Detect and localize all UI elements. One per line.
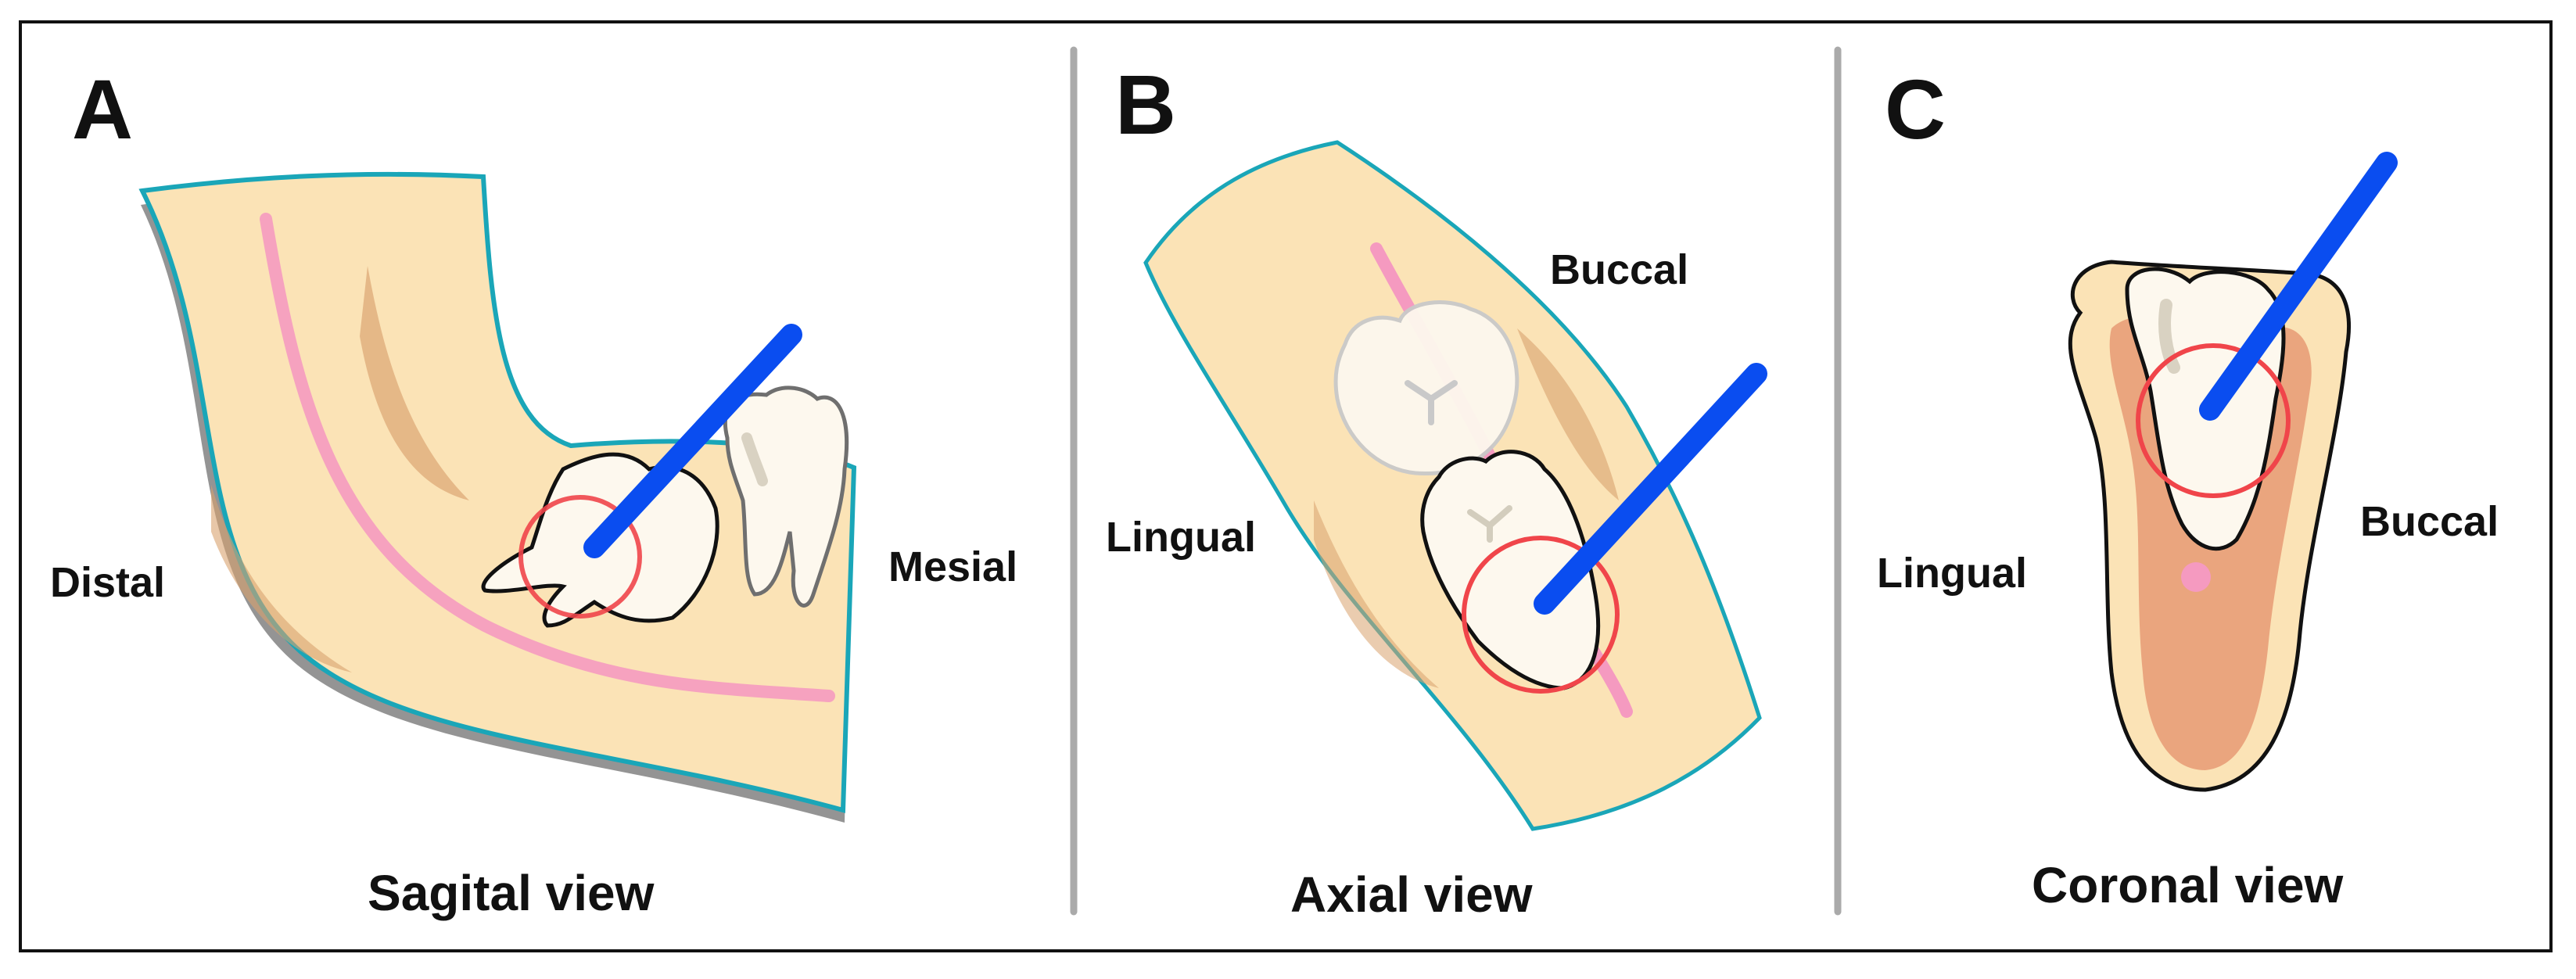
coronal-diagram bbox=[2068, 152, 2398, 792]
label-distal: Distal bbox=[50, 559, 166, 606]
target-circle-a bbox=[518, 495, 642, 619]
caption-coronal: Coronal view bbox=[2032, 857, 2344, 913]
caption-axial: Axial view bbox=[1290, 866, 1533, 923]
bone-shading-2 bbox=[211, 485, 352, 672]
label-buccal-b: Buccal bbox=[1550, 246, 1689, 293]
caption-sagittal: Sagital view bbox=[368, 865, 655, 921]
target-circle-b bbox=[1462, 536, 1620, 694]
second-molar-groove bbox=[741, 432, 768, 486]
label-lingual-b: Lingual bbox=[1106, 514, 1256, 561]
coronal-tooth-groove bbox=[2158, 299, 2180, 374]
sagittal-diagram bbox=[138, 171, 857, 823]
axial-diagram bbox=[1143, 140, 1767, 831]
label-mesial: Mesial bbox=[888, 543, 1018, 590]
axial-shading-2 bbox=[1314, 500, 1439, 688]
panel-letter-c: C bbox=[1885, 62, 1946, 156]
axial-shading-1 bbox=[1517, 328, 1619, 500]
axial-third-molar bbox=[1420, 450, 1601, 690]
mandibular-canal bbox=[260, 213, 835, 702]
instrument-b bbox=[1534, 363, 1767, 615]
label-lingual-c: Lingual bbox=[1877, 550, 2027, 597]
instrument-c bbox=[2199, 152, 2398, 421]
second-molar bbox=[723, 386, 849, 608]
coronal-canal-dot bbox=[2181, 562, 2211, 592]
axial-second-molar bbox=[1333, 300, 1519, 476]
axial-second-molar-fissure bbox=[1405, 380, 1458, 425]
instrument-a bbox=[583, 324, 802, 558]
bone-shading-1 bbox=[360, 266, 469, 500]
label-buccal-c: Buccal bbox=[2360, 498, 2499, 545]
axial-third-molar-fissure bbox=[1467, 505, 1512, 543]
target-circle-c bbox=[2136, 343, 2291, 498]
panel-letter-a: A bbox=[72, 62, 133, 156]
panel-letter-b: B bbox=[1115, 57, 1176, 152]
